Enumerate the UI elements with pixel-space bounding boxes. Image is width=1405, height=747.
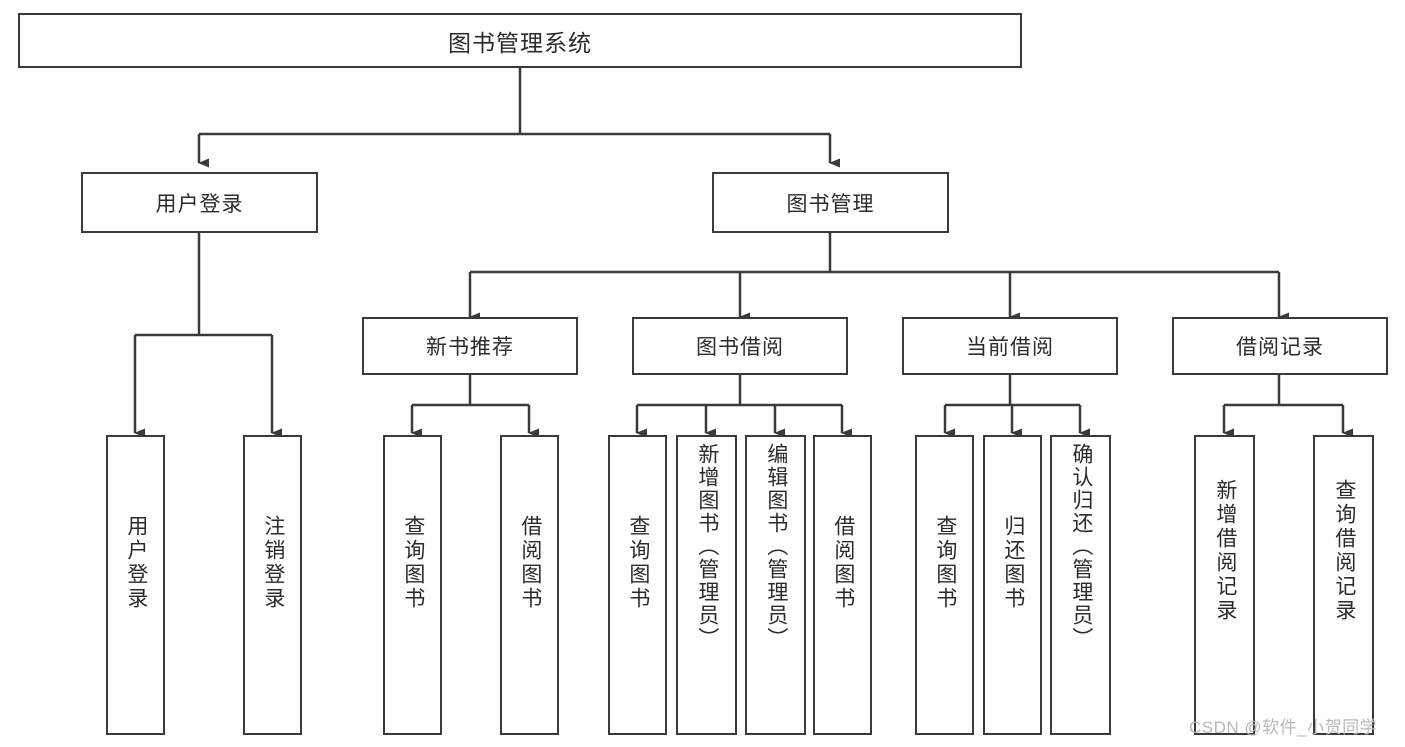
node-label: 查询图书 (401, 515, 425, 611)
node-leaf-add-book-admin[interactable]: 新增图书（管理员） (676, 435, 737, 735)
node-label: 归还图书 (1001, 515, 1025, 611)
node-label: 借阅图书 (831, 515, 855, 611)
node-label: 图书管理系统 (448, 29, 592, 56)
node-label: 查询图书 (626, 515, 650, 611)
node-leaf-borrow-book-recommend[interactable]: 借阅图书 (500, 435, 559, 735)
node-label: 查询借阅记录 (1332, 479, 1356, 623)
node-leaf-add-borrow-record[interactable]: 新增借阅记录 (1194, 435, 1255, 735)
node-leaf-edit-book-admin[interactable]: 编辑图书（管理员） (745, 435, 806, 735)
node-user-login[interactable]: 用户登录 (81, 172, 318, 233)
node-label: 新书推荐 (426, 336, 514, 359)
node-book-borrow[interactable]: 图书借阅 (632, 317, 848, 375)
node-current-borrow[interactable]: 当前借阅 (902, 317, 1118, 375)
node-label: 借阅记录 (1236, 336, 1324, 359)
node-leaf-query-book-recommend[interactable]: 查询图书 (383, 435, 442, 735)
node-label: 新增借阅记录 (1213, 479, 1237, 623)
node-leaf-query-borrow-record[interactable]: 查询借阅记录 (1313, 435, 1374, 735)
node-leaf-borrow-book[interactable]: 借阅图书 (813, 435, 872, 735)
node-label: 确认归还（管理员） (1069, 443, 1093, 650)
node-label: 编辑图书（管理员） (764, 443, 788, 650)
node-leaf-query-book[interactable]: 查询图书 (608, 435, 667, 735)
node-label: 图书借阅 (696, 336, 784, 359)
node-label: 用户登录 (124, 515, 148, 611)
node-leaf-logout[interactable]: 注销登录 (243, 435, 302, 735)
node-label: 图书管理 (786, 192, 875, 216)
node-new-book-recommend[interactable]: 新书推荐 (362, 317, 578, 375)
node-leaf-query-book-current[interactable]: 查询图书 (915, 435, 974, 735)
node-label: 新增图书（管理员） (695, 443, 719, 650)
watermark-text: CSDN @软件_小贺同学 (1189, 718, 1378, 737)
node-label: 用户登录 (155, 192, 244, 216)
node-leaf-confirm-return-admin[interactable]: 确认归还（管理员） (1050, 435, 1111, 735)
node-leaf-return-book[interactable]: 归还图书 (983, 435, 1042, 735)
node-book-management[interactable]: 图书管理 (712, 172, 949, 233)
node-leaf-user-login[interactable]: 用户登录 (106, 435, 165, 735)
node-label: 查询图书 (933, 515, 957, 611)
node-borrow-record[interactable]: 借阅记录 (1172, 317, 1388, 375)
node-label: 当前借阅 (966, 336, 1054, 359)
node-root-system[interactable]: 图书管理系统 (18, 13, 1022, 68)
node-label: 借阅图书 (518, 515, 542, 611)
node-label: 注销登录 (261, 515, 285, 611)
